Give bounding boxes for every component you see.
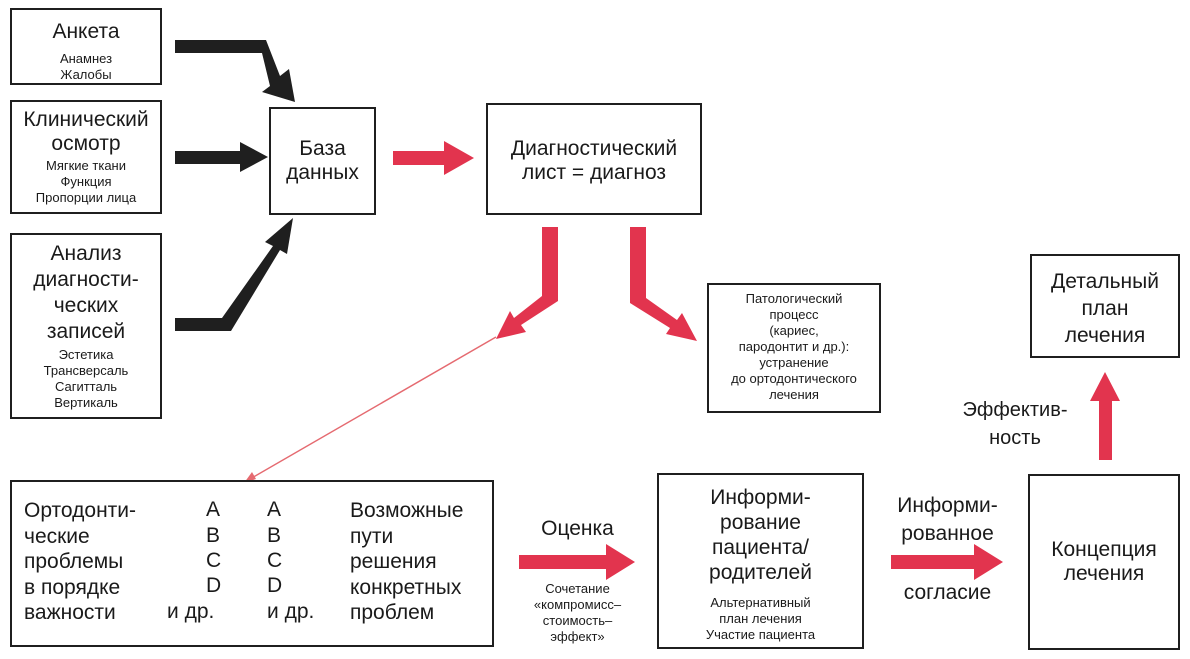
box-klinicheskiy: Клинический осмотр Мягкие ткани Функция … [10, 100, 162, 214]
arrow-baza-to-diagnosticheskiy [393, 141, 474, 175]
box-anketa: Анкета Анамнез Жалобы [10, 8, 162, 85]
informirovanie-details: Альтернативный план лечения Участие паци… [705, 595, 816, 642]
arrow-analiz-to-baza [175, 218, 293, 331]
pointer-line-to-ortho [249, 336, 497, 480]
ortho-row-d-right: D [267, 574, 283, 597]
diagnosticheskiy-title: Диагностический лист = диагноз [510, 137, 678, 184]
anketa-details: Анамнез Жалобы [59, 51, 113, 82]
ortho-row-b-right: B [267, 524, 282, 547]
box-koncepciya: Концепция лечения [1028, 474, 1180, 650]
soglasie-top-label: Информи- рованное [897, 494, 998, 545]
ortho-row-d: D D [162, 574, 337, 600]
ocenka-sub: Сочетание «компромисс– стоимость– эффект… [533, 581, 622, 644]
soglasie-bottom-label: согласие [903, 581, 992, 604]
ortho-solutions-text: Возможные пути решения конкретных пробле… [350, 499, 464, 624]
patologicheskiy-text: Патологический процесс (кариес, пародонт… [731, 291, 857, 402]
ortho-row-d-left: D [206, 574, 222, 597]
ortho-row-etc: и др. и др. [162, 600, 337, 626]
arrow-klinicheskiy-to-baza [175, 142, 268, 172]
klinicheskiy-title: Клинический осмотр [23, 108, 149, 155]
ortho-row-etc-left: и др. [167, 600, 215, 623]
arrow-anketa-to-baza [175, 40, 295, 102]
box-analiz: Анализ диагности- ческих записей Эстетик… [10, 233, 162, 419]
box-patologicheskiy: Патологический процесс (кариес, пародонт… [707, 283, 881, 413]
box-baza: База данных [269, 107, 376, 215]
klinicheskiy-details: Мягкие ткани Функция Пропорции лица [35, 158, 137, 205]
arrow-effektivnost [1090, 372, 1120, 460]
ortho-row-a-right: A [267, 498, 282, 521]
box-informirovanie: Информи- рование пациента/ родителей Аль… [657, 473, 864, 649]
box-diagnosticheskiy: Диагностический лист = диагноз [486, 103, 702, 215]
ortho-row-a: A A [162, 498, 337, 524]
box-ortho: Ортодонти- ческие проблемы в порядке важ… [10, 480, 494, 647]
ortho-row-c-left: C [206, 549, 222, 572]
baza-title: База данных [286, 137, 359, 184]
ocenka-label: Оценка [541, 517, 614, 540]
arrow-soglasie [891, 544, 1003, 580]
ortho-row-b-left: B [206, 524, 221, 547]
detalnyy-title: Детальный план лечения [1051, 270, 1159, 347]
arrow-diagnoz-to-patolog [630, 227, 697, 341]
ortho-problems-text: Ортодонти- ческие проблемы в порядке важ… [24, 499, 137, 624]
koncepciya-title: Концепция лечения [1051, 538, 1157, 585]
anketa-title: Анкета [52, 20, 120, 43]
analiz-title: Анализ диагности- ческих записей [33, 242, 139, 343]
ortho-row-c: C C [162, 549, 337, 575]
analiz-details: Эстетика Трансверсаль Сагитталь Вертикал… [43, 347, 129, 410]
ortho-row-a-left: A [206, 498, 221, 521]
ortho-row-etc-right: и др. [267, 600, 315, 623]
informirovanie-title: Информи- рование пациента/ родителей [709, 486, 812, 584]
ortho-row-c-right: C [267, 549, 283, 572]
box-detalnyy: Детальный план лечения [1030, 254, 1180, 358]
effektivnost-label: Эффектив- ность [962, 399, 1068, 449]
arrow-diagnoz-to-ortho [496, 227, 558, 339]
arrow-ocenka [519, 544, 635, 580]
ortho-row-b: B B [162, 524, 337, 550]
